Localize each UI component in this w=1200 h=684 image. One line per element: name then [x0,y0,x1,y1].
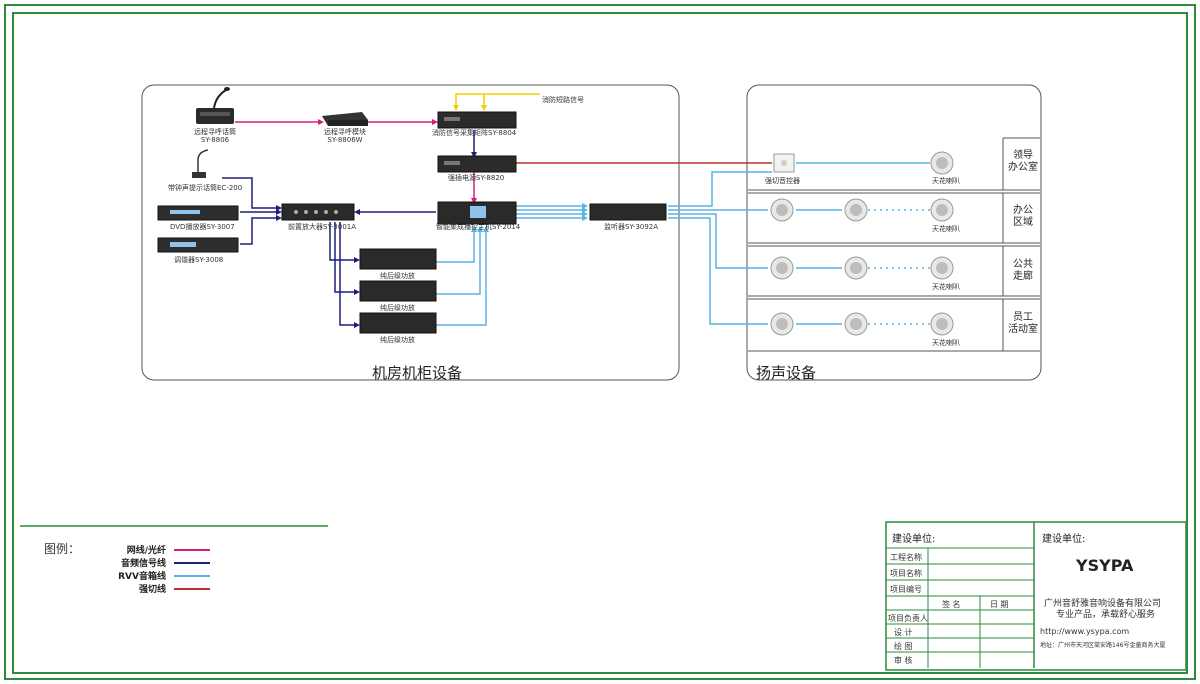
tb-builder-label: 建设单位: [892,534,936,545]
paging-module-device [322,112,368,126]
legend-line-rvv [174,575,210,577]
monitor-device [589,203,667,221]
tb-project-name: 工程名称 [890,553,922,562]
label-fire-signal: 消防短路信号 [542,96,584,104]
audio-line-amp3 [339,222,354,326]
legend-label-network: 网线/光纤 [126,546,166,556]
label-paging-module: 远程寻呼模块 SY-8806W [300,128,390,144]
tb-item-name: 项目名称 [890,569,922,578]
audio-line-chime [222,177,276,209]
speaker-label-z3: 天花喇叭 [932,283,960,291]
paging-module-name: 远程寻呼模块 [324,128,366,136]
legend-line-power [174,588,210,590]
chime-mic-device [192,149,209,178]
tb-draw: 绘 图 [894,642,913,651]
legend-label-rvv: RVV音箱线 [118,572,166,582]
rvv-zone-3 [668,213,768,269]
amp1-device [359,248,437,270]
tb-company: 广州音舒雅音响设备有限公司 [1044,599,1162,609]
zone-label-3: 公共 走廊 [1013,259,1033,282]
tb-slogan: 专业产品，承载舒心服务 [1056,610,1156,620]
label-amp2: 纯后级功放 [380,304,415,312]
legend-label-power: 强切线 [138,585,166,595]
label-preamp: 前置放大器SY-3001A [288,223,357,231]
label-amp1: 纯后级功放 [380,272,415,280]
rvv-line-amp1 [436,232,475,263]
tb-design: 设 计 [894,628,913,637]
outer-frame [4,4,1196,680]
speaker-area [746,84,1042,381]
tb-item-no: 项目编号 [890,585,922,594]
audio-line-amp1 [329,222,354,261]
legend-line-audio [174,562,210,564]
cabinet-title: 机房机柜设备 [372,364,463,382]
label-tuner: 调谐器SY-3008 [174,256,224,264]
paging-mic-model: SY-8806 [200,136,230,144]
paging-module-model: SY-8806W [327,136,363,144]
power-seq-device [437,155,517,173]
label-monitor: 监听器SY-3092A [604,223,659,231]
rvv-line-amp3 [436,232,487,326]
rvv-zone-1 [668,171,772,207]
paging-mic-name: 远程寻呼话筒 [194,128,236,136]
audio-line-amp2 [334,222,354,293]
amp3-device [359,312,437,334]
rvv-line-amp2 [436,232,481,295]
tuner-device [157,237,239,253]
label-dvd: DVD播放器SY-3007 [170,223,235,231]
speaker-title: 扬声设备 [756,364,817,382]
label-fire-matrix: 消防信号采集矩阵SY-8804 [432,129,517,137]
label-chime-mic: 带钟声提示话筒EC-200 [168,184,243,192]
legend-line-network [174,549,210,551]
tb-review: 审 核 [894,656,913,665]
tb-url: http://www.ysypa.com [1040,627,1130,636]
fire-matrix-device [437,111,517,129]
label-paging-mic: 远程寻呼话筒 SY-8806 [170,128,260,144]
zone-label-2: 办公 区域 [1013,205,1033,228]
inner-frame [12,12,1188,674]
zone-label-1: 领导 办公室 [1008,150,1038,173]
speaker-label-z2: 天花喇叭 [932,225,960,233]
legend-label-audio: 音频信号线 [120,559,166,569]
speaker-label-z1: 天花喇叭 [932,177,960,185]
paging-mic-device [196,87,234,124]
speaker-label-z4: 天花喇叭 [932,339,960,347]
tb-address: 地址：广州市天河区棠安路146号金童商务大厦 [1040,642,1166,649]
label-power-seq: 强插电源SY-8820 [448,174,505,182]
tb-builder-label-2: 建设单位: [1042,534,1086,545]
label-host: 智能集成播控主机SY-2014 [436,223,521,231]
tb-lead: 项目负责人 [888,614,928,623]
fire-signal-line [455,93,540,110]
rvv-zone-4 [668,217,768,325]
amp2-device [359,280,437,302]
tb-sign: 签 名 [942,600,961,609]
cabinet-area [141,84,680,381]
label-controller: 强切音控器 [765,177,800,185]
legend-title: 图例： [44,542,81,556]
tb-date: 日 期 [990,600,1009,609]
tb-logo: YSYPA [1076,556,1134,575]
audio-line-tuner [240,217,276,245]
zone-label-4: 员工 活动室 [1008,312,1038,335]
label-amp3: 纯后级功放 [380,336,415,344]
